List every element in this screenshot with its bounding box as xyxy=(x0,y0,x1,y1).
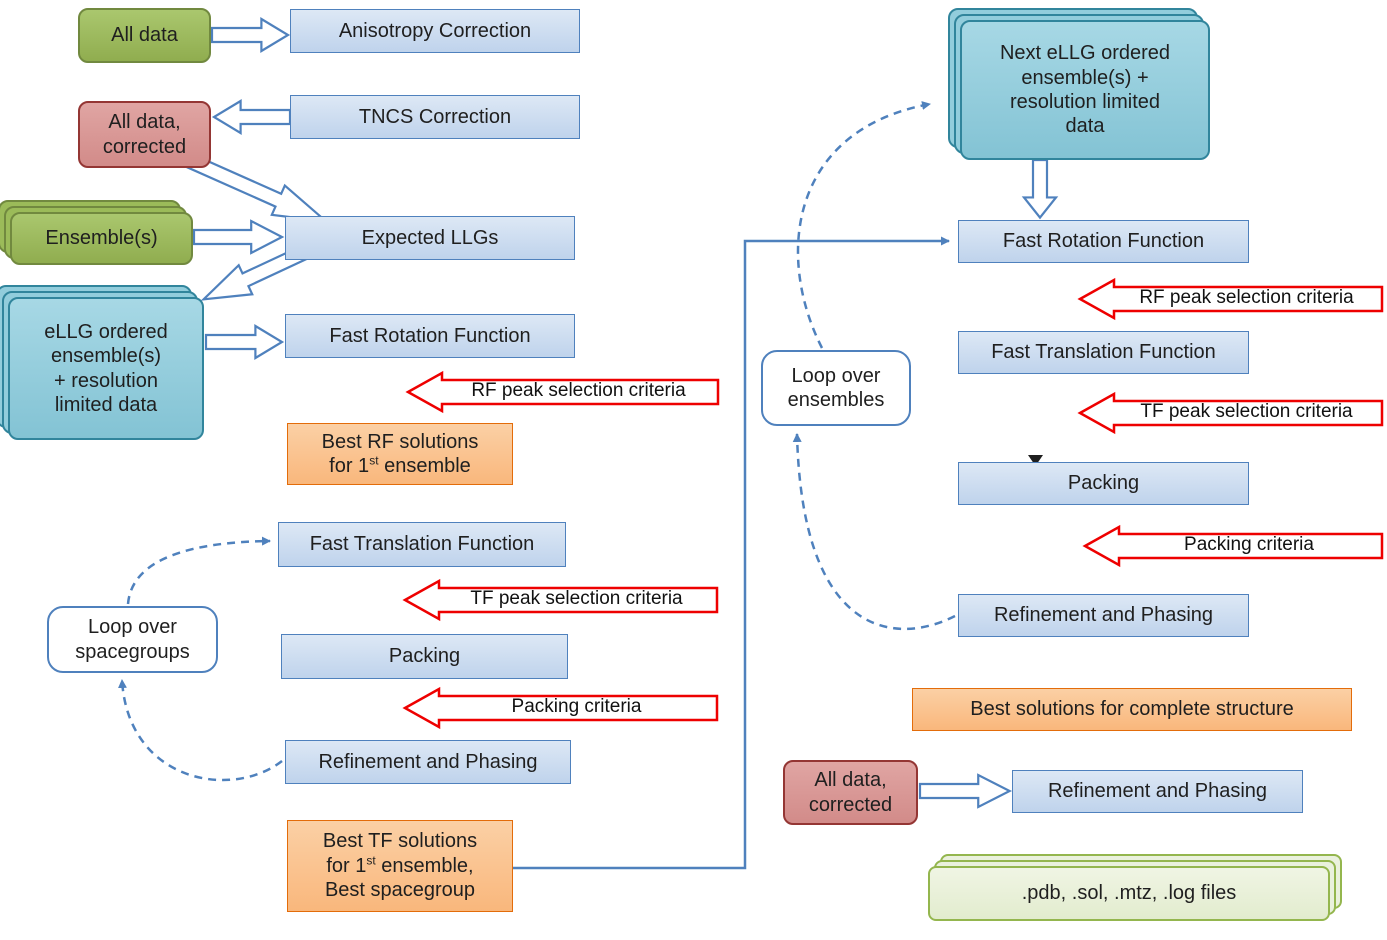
tf-peak-criteria-label-2: TF peak selection criteria xyxy=(1140,401,1353,422)
node-packing-2: Packing xyxy=(958,462,1249,505)
node-refinement-3: Refinement and Phasing xyxy=(1012,770,1303,813)
red-left-arrow xyxy=(1077,277,1384,321)
best-tf-line2: for 1 xyxy=(326,854,367,877)
node-best-solutions: Best solutions for complete structure xyxy=(912,688,1352,731)
loop-ensembles-to-nextellg xyxy=(796,101,931,349)
node-next-ellg: Next eLLG ordered ensemble(s) + resoluti… xyxy=(948,8,1210,160)
best-rf-line2: for 1 xyxy=(329,455,370,477)
best-rf-sup: st xyxy=(369,453,379,468)
node-ellg-ordered-label: eLLG ordered ensemble(s) + resolution li… xyxy=(8,297,204,440)
tf-peak-criteria-arrow-2: TF peak selection criteria xyxy=(1077,391,1384,435)
arrow-ensembles-expectedllgs xyxy=(192,219,284,255)
red-left-arrow xyxy=(402,686,719,730)
packing-criteria-label-1: Packing criteria xyxy=(511,696,642,717)
node-all-data-corrected-2: All data, corrected xyxy=(783,760,918,825)
red-left-arrow xyxy=(405,370,720,414)
best-tf-line3: Best spacegroup xyxy=(324,879,476,902)
node-fast-translation-1: Fast Translation Function xyxy=(278,522,566,567)
node-loop-ensembles: Loop over ensembles xyxy=(761,350,911,426)
node-anisotropy-correction: Anisotropy Correction xyxy=(290,9,580,53)
loop-spacegroups-to-fasttranslation xyxy=(126,536,271,605)
packing-criteria-arrow-1: Packing criteria xyxy=(402,686,719,730)
node-packing-1: Packing xyxy=(281,634,568,679)
rf-peak-criteria-label-2: RF peak selection criteria xyxy=(1139,287,1354,308)
node-fast-translation-2: Fast Translation Function xyxy=(958,331,1249,374)
red-left-arrow xyxy=(1082,524,1384,568)
rf-peak-criteria-label-1: RF peak selection criteria xyxy=(471,380,686,401)
node-best-rf-solutions: Best RF solutions for 1st ensemble xyxy=(287,423,513,485)
refinement2-to-loop-ensembles xyxy=(792,433,956,631)
node-output-files-label: .pdb, .sol, .mtz, .log files xyxy=(928,866,1330,921)
packing-criteria-arrow-2: Packing criteria xyxy=(1082,524,1384,568)
rf-peak-criteria-arrow-2: RF peak selection criteria xyxy=(1077,277,1384,321)
refinement-to-loop-spacegroups xyxy=(117,679,283,782)
packing-criteria-label-2: Packing criteria xyxy=(1184,534,1314,555)
node-ensembles: Ensemble(s) xyxy=(0,200,193,265)
best-tf-line1: Best TF solutions xyxy=(322,830,478,853)
red-left-arrow xyxy=(402,578,719,622)
rf-peak-criteria-arrow-1: RF peak selection criteria xyxy=(405,370,720,414)
best-tf-sup: st xyxy=(366,853,376,868)
node-output-files: .pdb, .sol, .mtz, .log files xyxy=(928,854,1342,921)
node-tncs-correction: TNCS Correction xyxy=(290,95,580,139)
tf-peak-criteria-label-1: TF peak selection criteria xyxy=(470,588,683,609)
best-rf-line1: Best RF solutions xyxy=(321,430,479,453)
node-ellg-ordered: eLLG ordered ensemble(s) + resolution li… xyxy=(0,285,204,440)
node-all-data-corrected: All data, corrected xyxy=(78,101,211,168)
node-all-data: All data xyxy=(78,8,211,63)
small-down-triangle xyxy=(1028,455,1043,466)
node-refinement-2: Refinement and Phasing xyxy=(958,594,1249,637)
best-tf-line2-post: ensemble, xyxy=(375,854,474,877)
node-fast-rotation-1: Fast Rotation Function xyxy=(285,314,575,358)
node-best-tf-solutions: Best TF solutions for 1st ensemble, Best… xyxy=(287,820,513,912)
arrow-nextellg-fastrotation xyxy=(1022,158,1058,219)
node-ensembles-label: Ensemble(s) xyxy=(10,212,193,265)
arrow-alldatacorrected-refinement xyxy=(918,773,1011,809)
red-left-arrow xyxy=(1077,391,1384,435)
node-refinement-1: Refinement and Phasing xyxy=(285,740,571,784)
arrow-alldata-anisotropy xyxy=(210,17,290,53)
connector-besttf-fastrotation2 xyxy=(513,236,950,870)
node-next-ellg-label: Next eLLG ordered ensemble(s) + resoluti… xyxy=(960,20,1210,160)
best-rf-line2-post: ensemble xyxy=(378,455,471,477)
node-loop-spacegroups: Loop over spacegroups xyxy=(47,606,218,673)
arrow-ellg-fastrotation xyxy=(204,324,284,360)
node-expected-llgs: Expected LLGs xyxy=(285,216,575,260)
node-fast-rotation-2: Fast Rotation Function xyxy=(958,220,1249,263)
arrow-tncs-alldatacorrected xyxy=(212,99,292,135)
tf-peak-criteria-arrow-1: TF peak selection criteria xyxy=(402,578,719,622)
